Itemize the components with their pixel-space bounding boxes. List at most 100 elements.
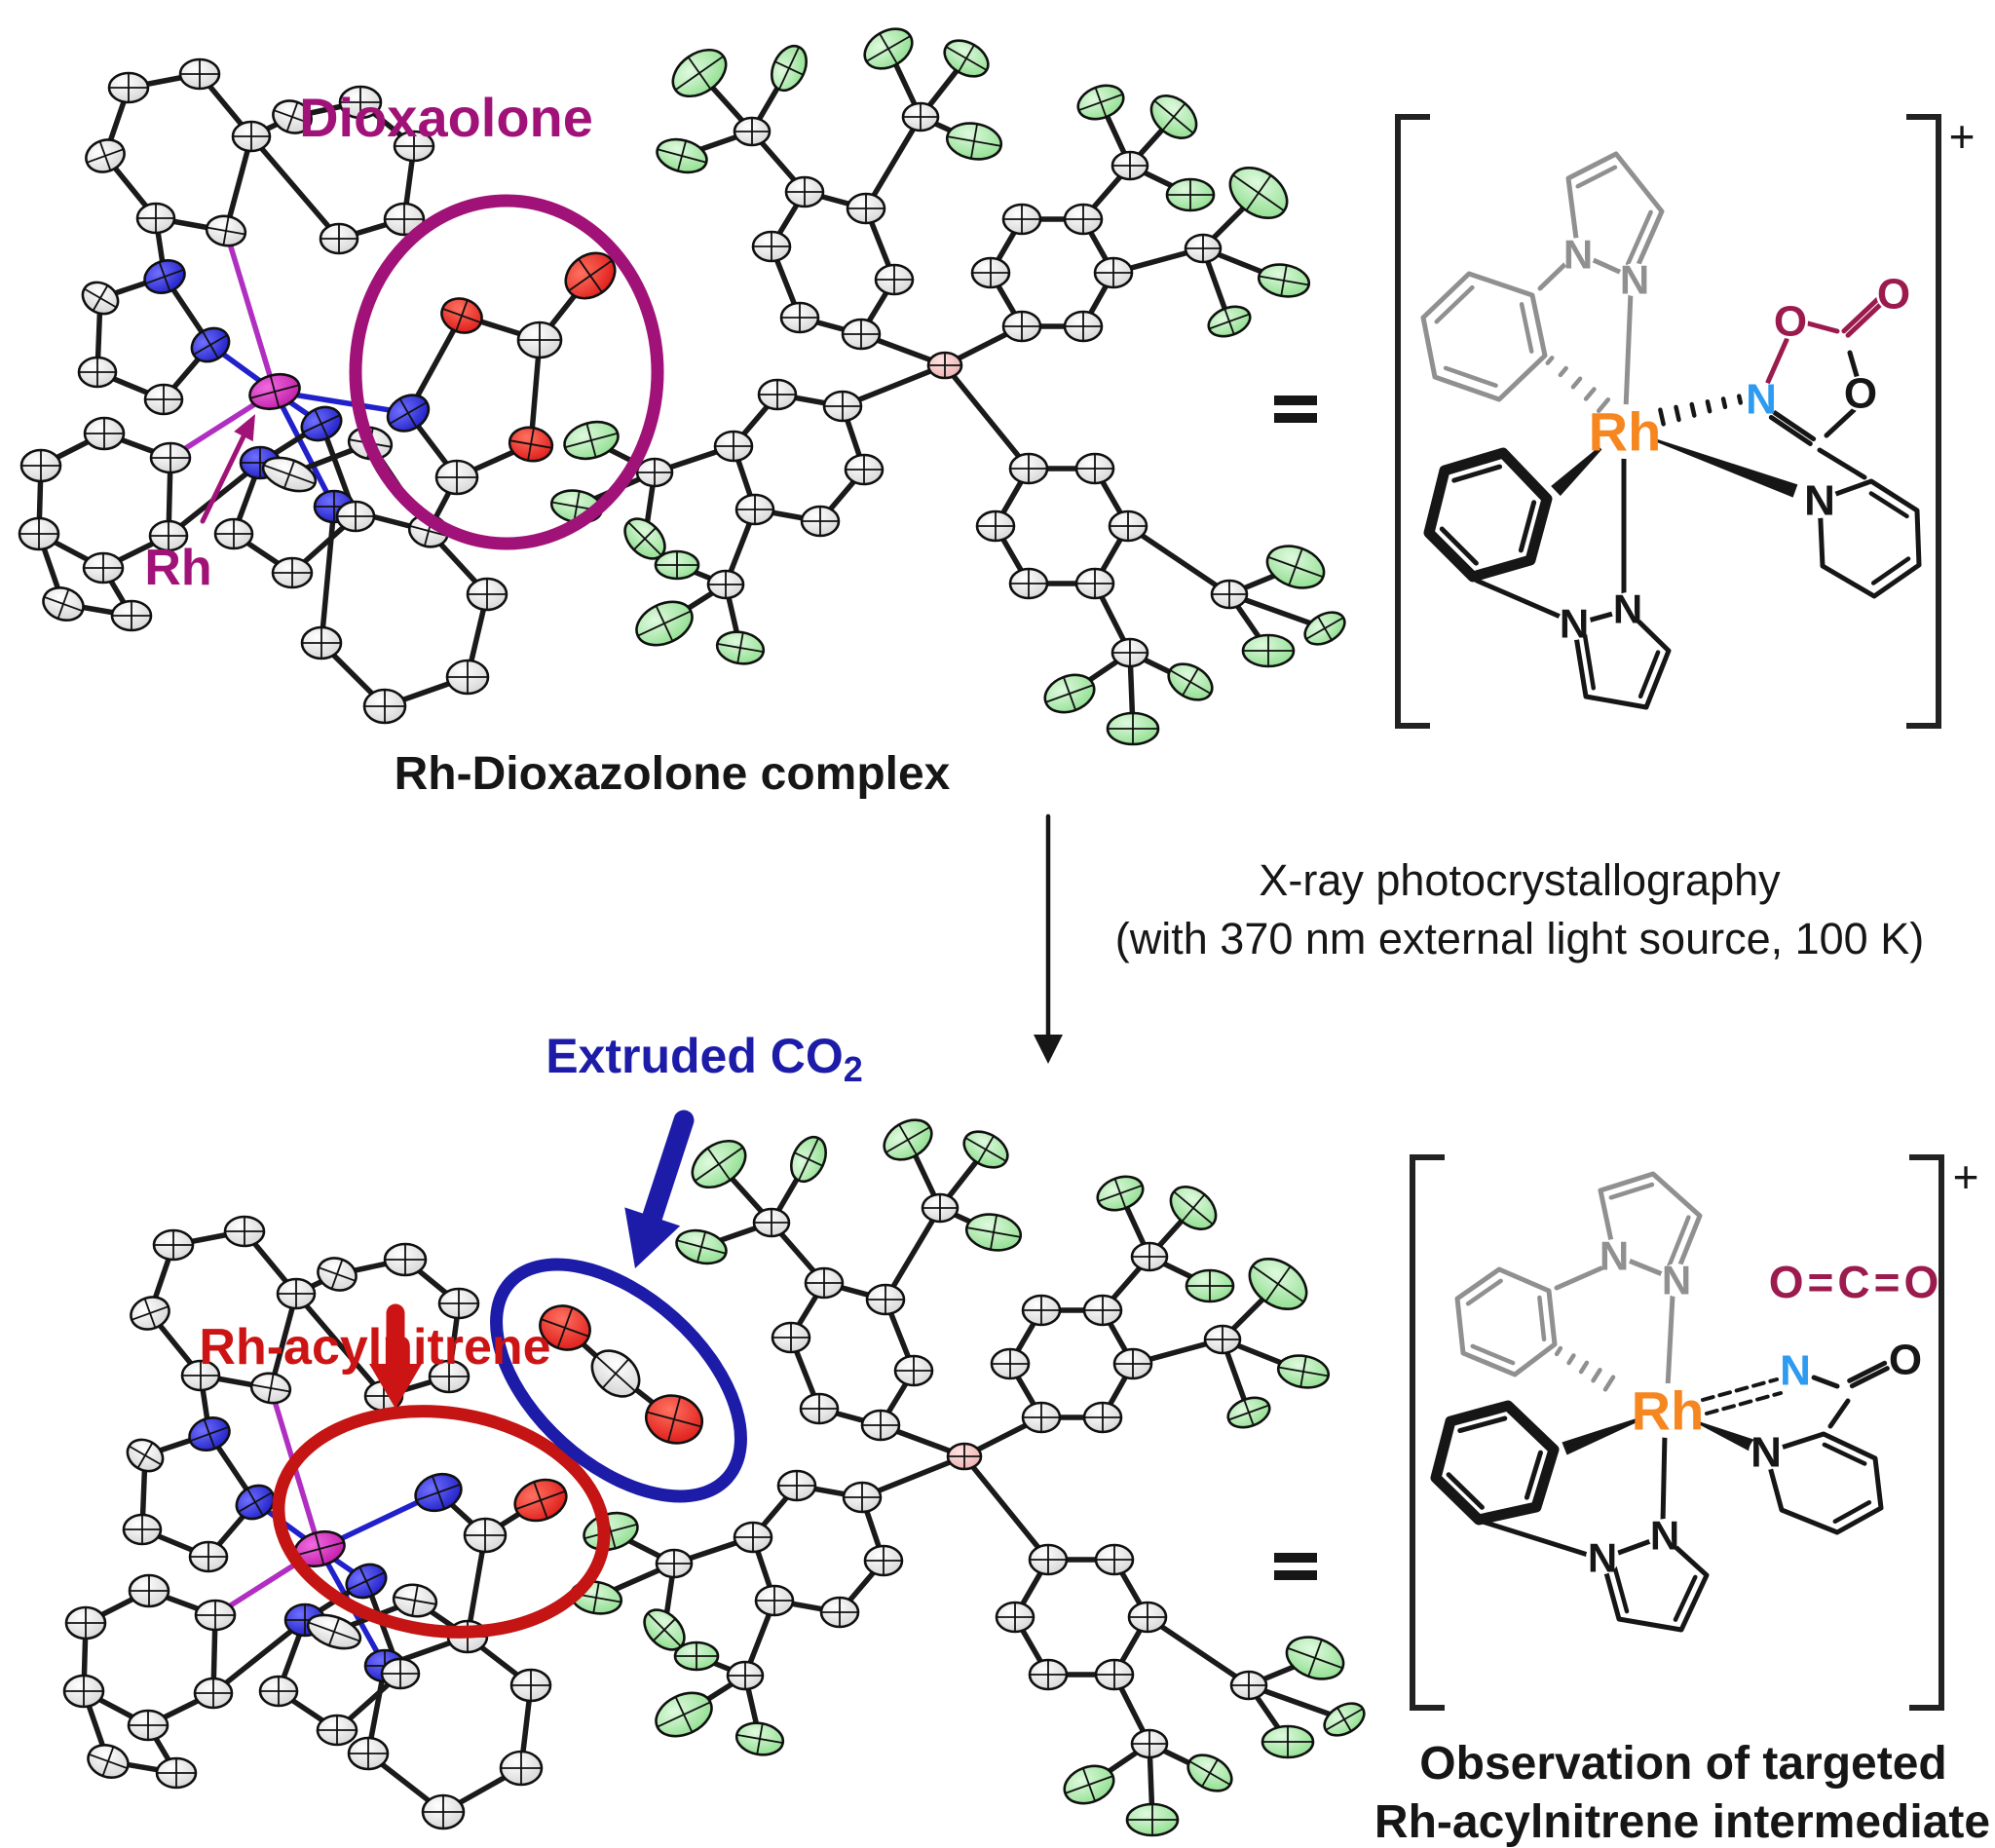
ring-inner-bond (1434, 284, 1475, 324)
equals-bar (1274, 1553, 1317, 1563)
atom-C (180, 1359, 221, 1392)
atom-C (1130, 1728, 1169, 1759)
atom-C (733, 116, 772, 147)
ring-inner-bond (1575, 165, 1618, 189)
bond (1665, 1293, 1675, 1390)
dioxazolone-circle (349, 194, 664, 550)
atom-C (970, 256, 1011, 289)
atom-C (127, 1709, 169, 1742)
hash-bond-tick (1736, 394, 1744, 405)
bond (1847, 1360, 1888, 1383)
wedge-bond (1655, 438, 1798, 498)
atom-C (1112, 1347, 1153, 1380)
bond (1817, 447, 1867, 480)
bond (1537, 260, 1569, 291)
atom-C (64, 1605, 107, 1641)
atom-label-N: N (1560, 601, 1589, 647)
hash-bond-tick (1591, 1368, 1602, 1383)
ring (1817, 478, 1922, 599)
atom-C (155, 1756, 198, 1790)
extruded-co2-arrow (624, 1110, 695, 1268)
atom-F (715, 630, 766, 665)
atom-C (272, 99, 313, 134)
atom-C (726, 1660, 765, 1691)
atom-C (149, 441, 192, 474)
atom-F (1226, 1396, 1271, 1429)
atom-N (414, 1472, 463, 1513)
atom-C (393, 130, 435, 163)
bond (1841, 295, 1882, 334)
atom-C (178, 57, 221, 91)
atom-N (386, 394, 431, 433)
ring-inner-bond (1625, 209, 1653, 267)
atom-C (148, 519, 189, 552)
atom-C (434, 459, 479, 496)
atom-C (347, 1736, 390, 1771)
atom-C (1074, 452, 1115, 485)
atom-C (276, 1277, 317, 1310)
atom-F (583, 1511, 639, 1552)
atom-F (673, 1641, 720, 1672)
atom-F (734, 1721, 785, 1756)
atom-F (790, 1135, 827, 1184)
ring-inner-bond (1611, 1562, 1630, 1614)
ring (1423, 447, 1553, 583)
ring-inner-bond (1666, 1215, 1691, 1269)
atom-C (800, 505, 841, 538)
equals-bar (1274, 396, 1317, 405)
atom-C (860, 1409, 901, 1442)
atom-C (819, 1596, 860, 1629)
bond (1765, 337, 1789, 385)
ortep-bond (223, 228, 278, 395)
acylnitrene-label: Rh-acylnitrene (199, 1319, 551, 1376)
atom-C (901, 101, 940, 132)
atom-O (440, 297, 483, 334)
atom-F (1096, 1175, 1145, 1212)
ring-inner-bond (1524, 1450, 1543, 1500)
atom-O (645, 1394, 703, 1445)
bond (1811, 1375, 1840, 1389)
atom-F (1228, 166, 1289, 220)
hash-bond-tick (1705, 398, 1713, 414)
atom-C (466, 577, 508, 612)
atom-C (754, 1584, 795, 1617)
atom-label-N: N (1650, 1513, 1679, 1559)
wedge-bond (1551, 446, 1602, 497)
atom-label-N: N (1563, 232, 1593, 278)
atom-C (231, 120, 272, 153)
equals-signs (1274, 396, 1317, 1580)
atom-C (110, 599, 153, 632)
atom-C (1021, 1294, 1062, 1327)
atom-label-O: O (1774, 298, 1807, 346)
atom-F (1165, 177, 1216, 212)
bond (1805, 321, 1840, 334)
atom-C (42, 586, 85, 622)
label-mask (1598, 404, 1652, 459)
atom-C (1082, 1401, 1123, 1434)
ortep-bond (863, 114, 923, 211)
atom-C (1108, 509, 1148, 543)
observation-caption-line2: Rh-acylnitrene intermediate (1374, 1796, 1991, 1848)
atom-F (563, 420, 620, 461)
bond (1768, 414, 1813, 446)
label-mask (1749, 1435, 1784, 1470)
atom-C (1093, 256, 1134, 289)
atom-F (771, 44, 808, 93)
atom-O (539, 1304, 591, 1351)
observation-caption-line1: Observation of targeted (1419, 1738, 1947, 1790)
atom-C (130, 1296, 170, 1331)
ortep-bond (961, 1453, 1051, 1563)
atom-label-N: N (1804, 477, 1835, 525)
atom-C (128, 1573, 170, 1608)
atom-C (655, 1548, 694, 1579)
atom-C (822, 390, 863, 423)
atom-F (1261, 1724, 1315, 1759)
ortep-barf-anion-bottom (569, 1118, 1366, 1837)
atom-F (654, 549, 700, 581)
hash-bond-tick (1720, 396, 1728, 410)
atom-C (841, 318, 882, 351)
annotations (200, 194, 1063, 1639)
ring (1763, 1431, 1884, 1535)
